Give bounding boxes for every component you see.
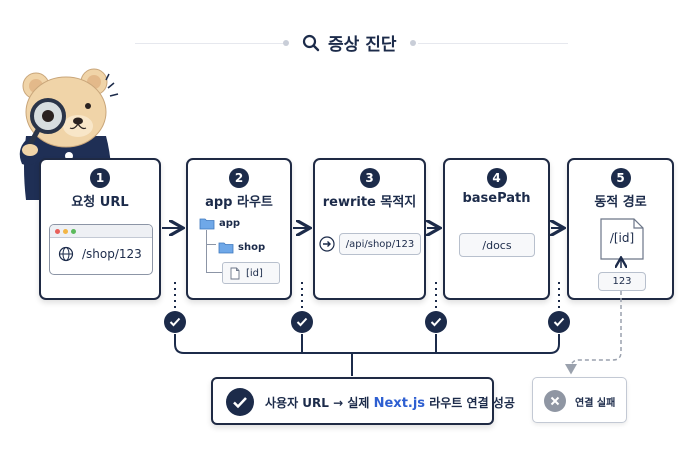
browser-title-bar [50, 225, 152, 238]
failure-result-box: 연결 실패 [532, 377, 627, 423]
request-url-text: /shop/123 [82, 247, 142, 261]
browser-address: /shop/123 [50, 238, 152, 262]
step-card-app-route: 2 app 라우트 app shop [id] [186, 158, 292, 300]
dynamic-param-pill: 123 [598, 272, 646, 291]
step-title: 요청 URL [71, 195, 129, 210]
check-icon [548, 311, 570, 333]
step-number: 2 [229, 168, 249, 188]
folder-icon [218, 242, 234, 254]
step-card-request-url: 1 요청 URL /shop/123 [39, 158, 161, 300]
step-number: 1 [90, 168, 110, 188]
merge-connector [174, 334, 560, 354]
step-title: basePath [462, 191, 531, 206]
check-icon [226, 388, 254, 416]
nextjs-highlight: Next.js [373, 396, 426, 411]
page-title: 증상 진단 [302, 30, 396, 55]
file-icon [230, 267, 240, 279]
check-icon [164, 311, 186, 333]
step-number: 4 [486, 168, 507, 188]
window-maximize-dot [71, 228, 76, 234]
window-close-dot [55, 228, 60, 234]
success-message: 사용자 URL → 실제 Next.js 라우트 연결 성공 [265, 396, 515, 411]
window-minimize-dot [63, 228, 68, 234]
route-tree: app shop [id] [188, 160, 290, 298]
step-number: 5 [610, 168, 631, 188]
diagram-header: 증상 진단 [0, 28, 700, 58]
tree-folder-app: app [199, 217, 240, 230]
basepath-value-pill: /docs [459, 233, 535, 257]
magnifier-icon [302, 34, 320, 51]
close-icon [544, 390, 566, 412]
failure-dashed-connector [565, 291, 622, 375]
tree-connector [206, 244, 207, 272]
step-card-dynamic-route: 5 동적 경로 /[id] 123 [567, 158, 674, 300]
folder-icon [199, 218, 215, 230]
dynamic-route-file: /[id] [600, 218, 644, 260]
step-card-rewrite-destination: 3 rewrite 목적지 /api/shop/123 [313, 158, 426, 300]
success-result-box: 사용자 URL → 실제 Next.js 라우트 연결 성공 [211, 377, 515, 425]
file-icon [600, 218, 644, 260]
dynamic-route-file-name: /[id] [609, 231, 635, 245]
title-divider-left [135, 43, 285, 44]
step-title: 동적 경로 [594, 195, 647, 210]
globe-icon [58, 246, 74, 262]
title-divider-dot [410, 40, 416, 46]
step-card-basepath: 4 basePath /docs [443, 158, 550, 300]
check-icon [291, 311, 313, 333]
tree-connector [206, 272, 222, 273]
page-title-text: 증상 진단 [328, 35, 397, 55]
title-divider-dot [283, 40, 289, 46]
tree-connector [206, 230, 207, 245]
tree-folder-shop: shop [218, 241, 265, 254]
title-divider-right [418, 43, 568, 44]
failure-message: 연결 실패 [575, 398, 616, 409]
tree-connector [206, 244, 216, 245]
step-number: 3 [359, 168, 380, 188]
browser-window: /shop/123 [49, 224, 153, 275]
step-title: app 라우트 [205, 195, 273, 210]
rewrite-destination-pill: /api/shop/123 [339, 233, 421, 255]
check-icon [425, 311, 447, 333]
arrow-right-circle-icon [319, 236, 335, 252]
step-title: rewrite 목적지 [322, 195, 417, 210]
tree-file-id: [id] [222, 262, 280, 284]
